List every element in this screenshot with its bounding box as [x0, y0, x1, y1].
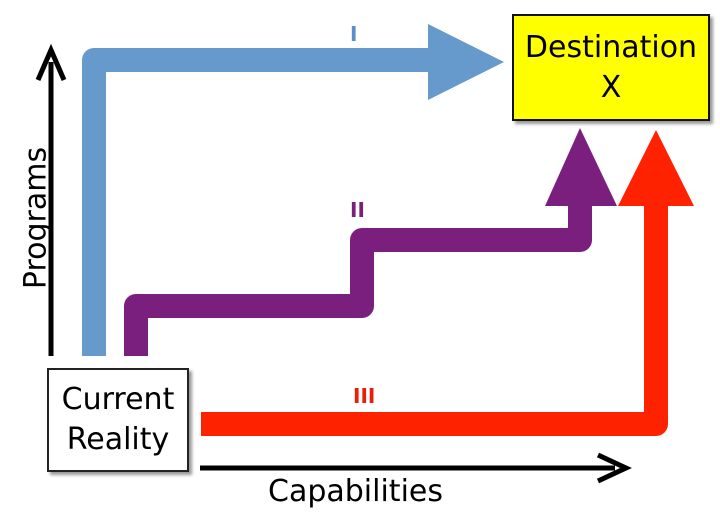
current-reality-box: Current Reality — [47, 368, 189, 472]
path-iii-label: III — [353, 384, 376, 408]
x-axis-arrow — [200, 452, 632, 484]
path-iii-arrow — [201, 130, 694, 436]
path-ii-label: II — [350, 198, 365, 222]
x-axis-label: Capabilities — [268, 474, 443, 509]
current-line2: Reality — [66, 422, 170, 457]
destination-box: Destination X — [512, 14, 710, 121]
current-line1: Current — [61, 382, 175, 417]
path-i-arrow — [82, 24, 504, 356]
destination-line2: X — [600, 69, 622, 105]
path-ii-arrow — [124, 128, 617, 356]
destination-line1: Destination — [524, 29, 698, 65]
path-i-label: I — [350, 22, 358, 46]
y-axis-arrow — [35, 43, 67, 356]
y-axis-label: Programs — [18, 146, 54, 290]
